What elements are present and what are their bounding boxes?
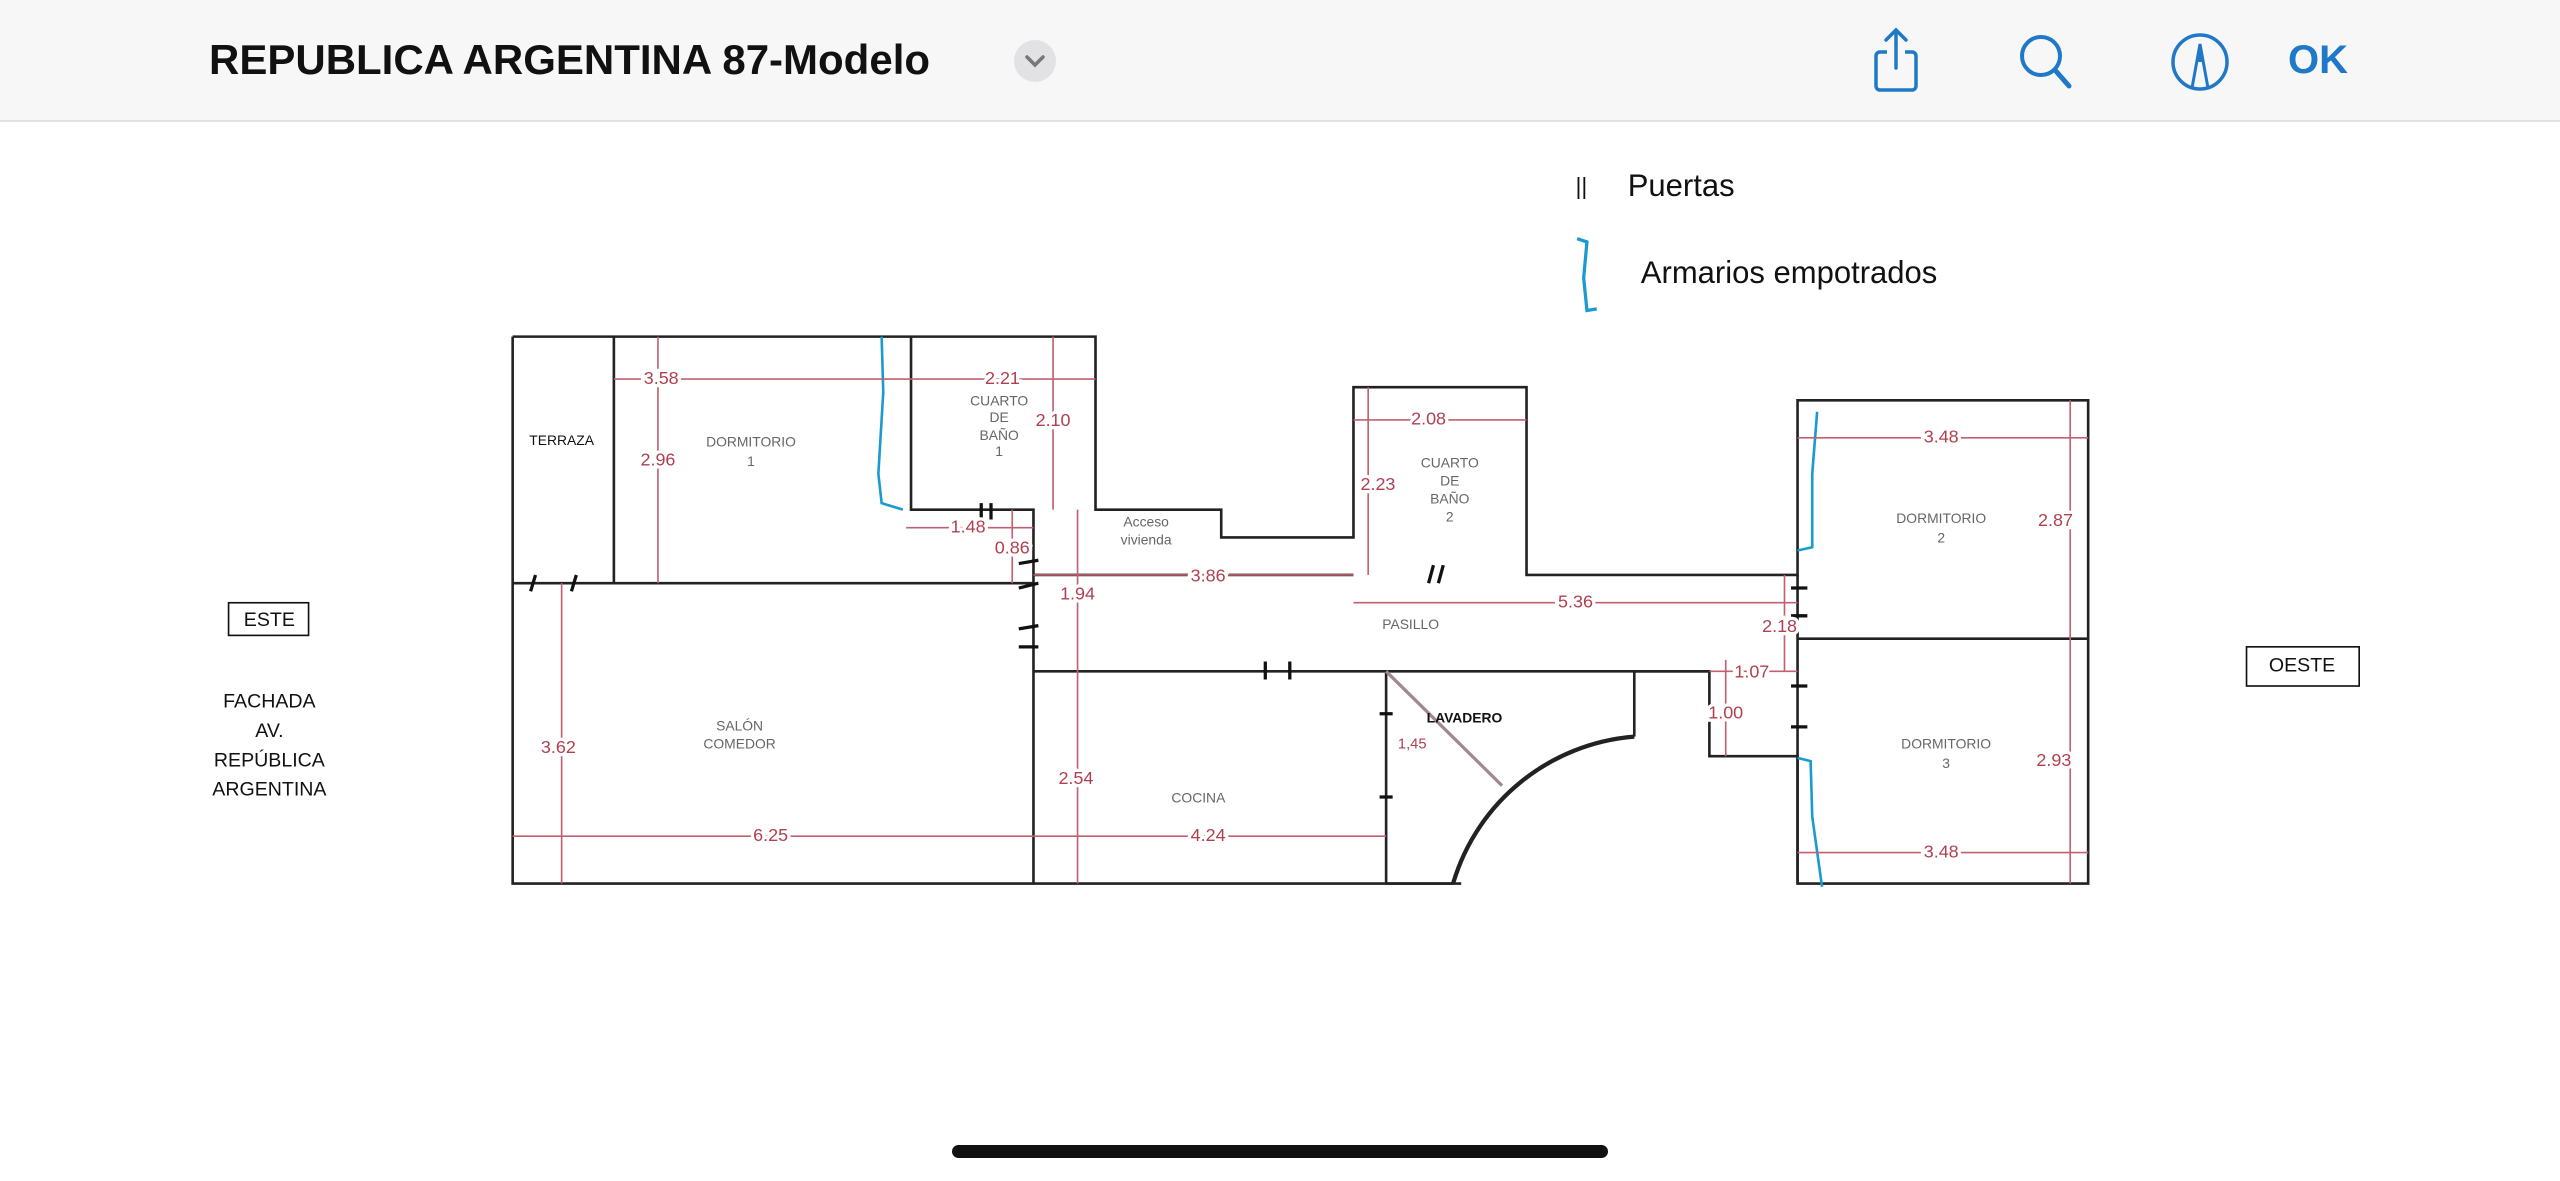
room-acceso: Acceso [1123,513,1169,529]
room-bano-2: CUARTO [1421,455,1479,471]
closets-legend-label: Armarios empotrados [1641,255,1937,290]
dim-label: 2.96 [640,449,675,469]
share-icon[interactable] [1862,24,1932,94]
closet-legend-symbol [1576,237,1598,313]
dimension-labels: 3.58 2.96 2.21 2.10 1.48 0.86 1.94 3.86 … [538,365,2077,865]
room-dormitorio-2: 2 [1937,530,1945,546]
facade-label: AV. [255,720,283,742]
dim-label: 1.07 [1734,662,1769,682]
room-bano-1: CUARTO [970,393,1028,409]
dim-label: 3.58 [644,368,679,388]
dim-label: 3.62 [541,737,576,757]
dim-label: 2.23 [1360,474,1395,494]
dim-label: 2.08 [1411,409,1446,429]
dim-label: 1,45 [1398,737,1427,753]
dim-label: 4.24 [1191,825,1226,845]
room-bano-1: DE [990,409,1009,425]
facade-label: FACHADA [223,691,316,713]
dimension-lines [512,336,2089,884]
room-terraza: TERRAZA [529,432,594,448]
dim-label: 2.10 [1036,410,1071,430]
dim-label: 2.93 [2036,750,2071,770]
home-indicator[interactable] [952,1145,1608,1158]
dim-label: 3.86 [1191,565,1226,585]
dim-label: 6.25 [753,825,788,845]
dim-label: 3.48 [1924,841,1959,861]
room-bano-1: 1 [995,443,1003,459]
done-button[interactable]: OK [2288,38,2348,82]
room-bano-2: BAÑO [1430,491,1469,507]
room-dormitorio-1: 1 [747,453,755,469]
dim-label: 1.00 [1708,702,1743,722]
doors-legend-symbol: || [1576,173,1588,199]
dim-label: 5.36 [1558,591,1593,611]
room-dormitorio-3: 3 [1942,755,1950,771]
lavadero-diagonal [1384,670,1504,787]
room-bano-2: DE [1440,473,1459,489]
doors-legend-label: Puertas [1628,168,1735,203]
dim-label: 3.48 [1924,427,1959,447]
markup-pen-icon[interactable] [2165,24,2235,94]
east-label: ESTE [244,609,295,631]
dim-label: 2.21 [985,368,1020,388]
room-bano-2: 2 [1446,509,1454,525]
dim-label: 2.87 [2038,510,2073,530]
dim-label: 2.54 [1058,768,1093,788]
room-salon: COMEDOR [703,735,775,751]
room-dormitorio-1: DORMITORIO [706,433,796,449]
west-box [2245,646,2361,687]
room-pasillo: PASILLO [1382,616,1439,632]
chevron-down-icon[interactable] [1014,40,1056,82]
dim-label: 0.86 [995,538,1030,558]
search-icon[interactable] [2012,24,2082,94]
room-dormitorio-2: DORMITORIO [1896,510,1986,526]
dim-label: 2.18 [1762,616,1797,636]
facade-label: REPÚBLICA [214,748,326,771]
room-dormitorio-3: DORMITORIO [1901,735,1991,751]
dim-label: 1.94 [1060,583,1095,603]
closet-marks [877,336,1824,888]
east-box [227,601,310,637]
dim-label: 1.48 [951,516,986,536]
walls [511,335,2090,885]
facade-label: ARGENTINA [212,779,327,801]
west-label: OESTE [2269,655,2335,677]
document-title[interactable]: REPUBLICA ARGENTINA 87-Modelo [209,36,931,83]
room-lavadero: LAVADERO [1427,709,1503,725]
room-acceso: vivienda [1121,531,1172,547]
room-cocina: COCINA [1171,789,1226,805]
room-bano-1: BAÑO [980,427,1019,443]
door-marks [529,503,1808,799]
room-salon: SALÓN [716,717,763,733]
toolbar: REPUBLICA ARGENTINA 87-Modelo OK [0,0,2560,122]
room-labels: TERRAZA DORMITORIO 1 CUARTO DE BAÑO 1 Ac… [529,393,1991,806]
